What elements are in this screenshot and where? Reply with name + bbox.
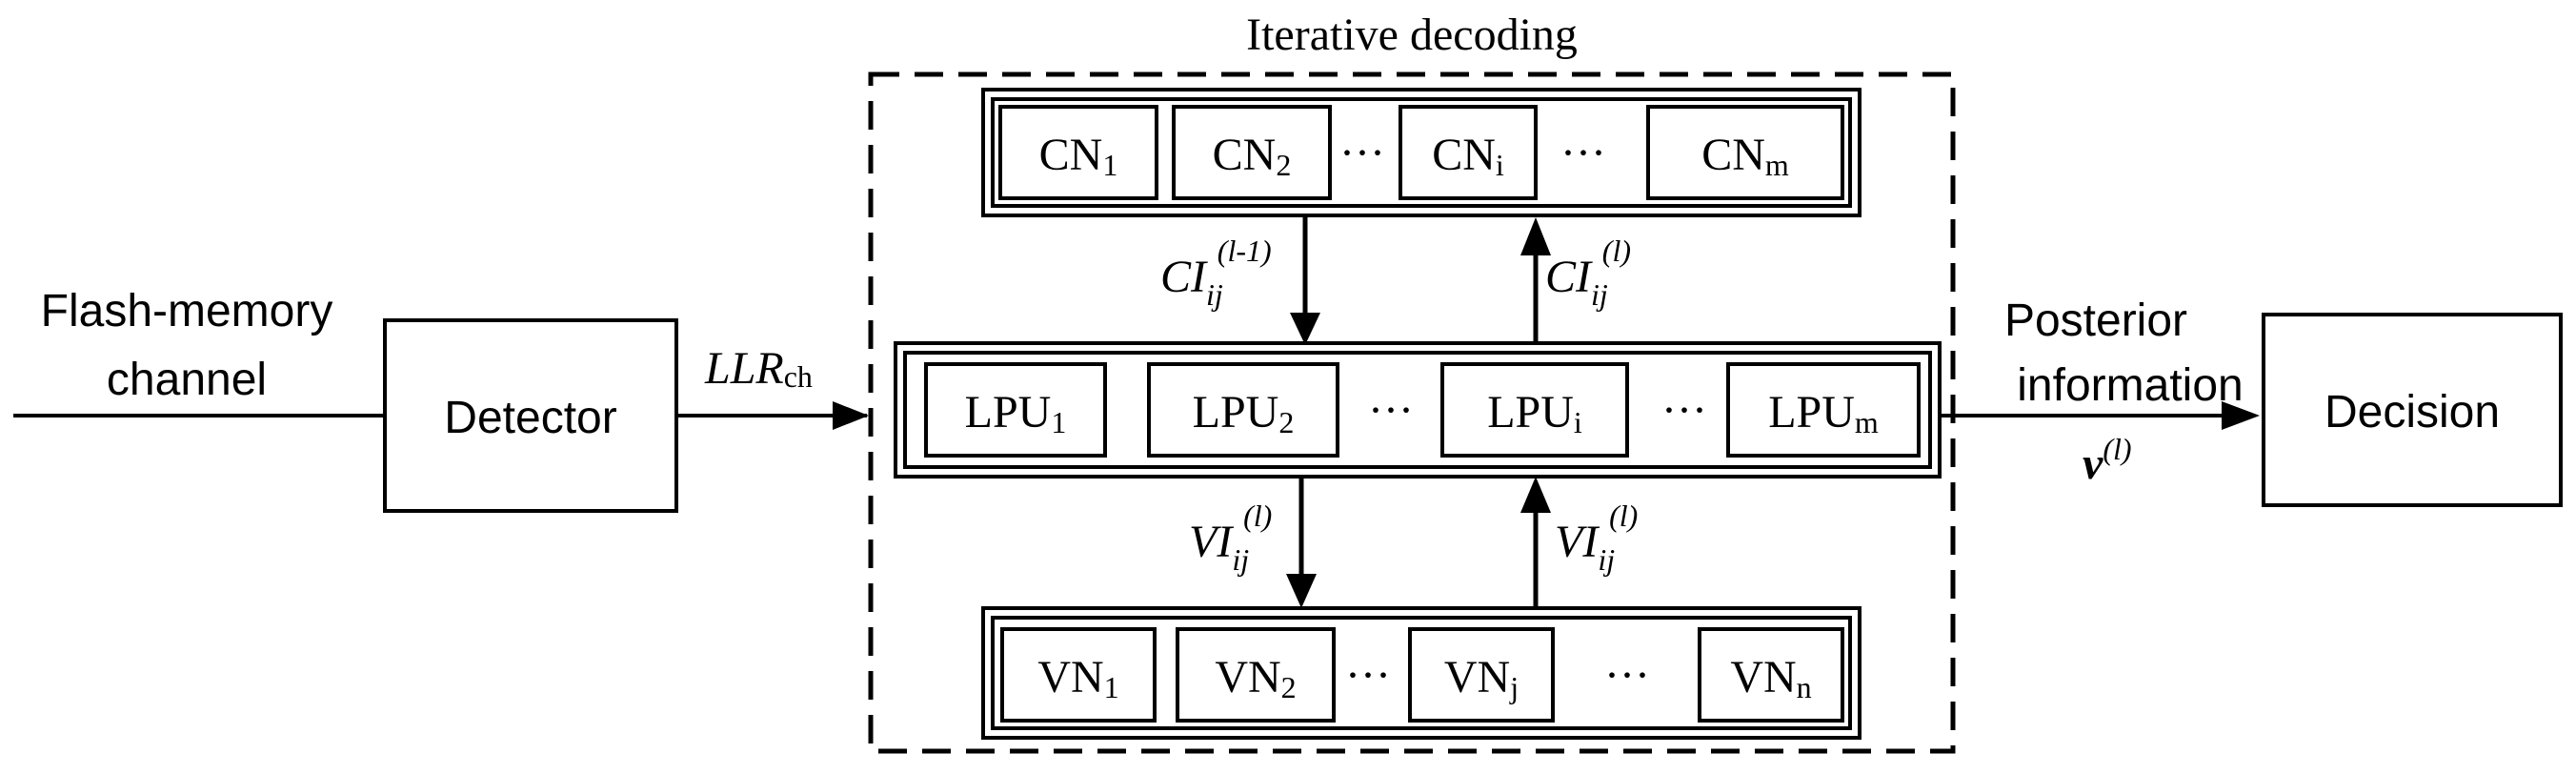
- posterior-arrowhead: [2222, 401, 2260, 430]
- vn-node-n-label: VNn: [1730, 652, 1811, 704]
- cn-node-2-label: CN2: [1213, 130, 1292, 182]
- lpu-ellipsis-1: ···: [1368, 385, 1414, 436]
- lpu-node-i-label: LPUi: [1487, 387, 1582, 439]
- vn-ellipsis-2: ···: [1604, 650, 1650, 701]
- vn-ellipsis-1: ···: [1345, 650, 1391, 701]
- llr-arrowhead: [833, 401, 869, 430]
- cn-ellipsis-1: ···: [1339, 128, 1385, 178]
- iterative-decoding-title: Iterative decoding: [1246, 10, 1578, 60]
- llr-label: LLRch: [704, 343, 813, 394]
- cn-row-outer: [981, 88, 1862, 217]
- vi-down-label: VIij(l): [1189, 499, 1272, 577]
- cn-node-m-label: CNm: [1701, 130, 1789, 182]
- lpu-node-2-label: LPU2: [1193, 387, 1295, 439]
- vn-row-inner: [991, 616, 1852, 730]
- lpu-node-1: [924, 362, 1107, 458]
- cn-node-2: [1172, 105, 1332, 200]
- cn-node-i-label: CNi: [1432, 130, 1504, 182]
- detector-label: Detector: [444, 393, 616, 443]
- vn-row-outer: [981, 606, 1862, 740]
- ci-down-arrowhead: [1290, 313, 1320, 345]
- lpu-node-m: [1726, 362, 1921, 458]
- vi-up-label: VIij(l): [1555, 499, 1638, 577]
- lpu-row-inner: [903, 351, 1932, 469]
- detector-box: [383, 318, 678, 513]
- cn-node-m: [1646, 105, 1844, 200]
- vn-node-j: [1408, 627, 1555, 723]
- lpu-node-m-label: LPUm: [1768, 387, 1879, 439]
- decision-box: [2262, 313, 2563, 507]
- vn-node-n: [1698, 627, 1844, 723]
- lpu-node-1-label: LPU1: [965, 387, 1067, 439]
- cn-row-inner: [991, 97, 1852, 208]
- cn-node-i: [1399, 105, 1538, 200]
- input-label-line2: channel: [107, 355, 267, 405]
- cn-node-1-label: CN1: [1039, 130, 1118, 182]
- posterior-symbol: v(l): [2083, 432, 2132, 489]
- posterior-label-line1: Posterior: [2004, 295, 2187, 346]
- vn-node-j-label: VNj: [1444, 652, 1519, 704]
- cn-ellipsis-2: ···: [1560, 128, 1606, 178]
- lpu-row-outer: [894, 341, 1942, 479]
- input-label-line1: Flash-memory: [41, 286, 333, 336]
- posterior-label-line2: information: [2017, 360, 2243, 411]
- vn-node-2-label: VN2: [1215, 652, 1296, 704]
- vn-node-1-label: VN1: [1037, 652, 1118, 704]
- vi-down-arrowhead: [1286, 574, 1317, 608]
- decision-label: Decision: [2324, 387, 2500, 438]
- vn-node-1: [1000, 627, 1157, 723]
- lpu-node-2: [1147, 362, 1339, 458]
- lpu-node-i: [1440, 362, 1629, 458]
- iterative-decoding-frame: [868, 71, 1956, 754]
- vi-up-arrowhead: [1520, 477, 1551, 513]
- ci-up-label: CIij(l): [1545, 234, 1631, 312]
- ci-down-label: CIij(l-1): [1160, 234, 1272, 312]
- lpu-ellipsis-2: ···: [1661, 385, 1707, 436]
- vn-node-2: [1176, 627, 1336, 723]
- ci-up-arrowhead: [1520, 217, 1551, 255]
- cn-node-1: [998, 105, 1158, 200]
